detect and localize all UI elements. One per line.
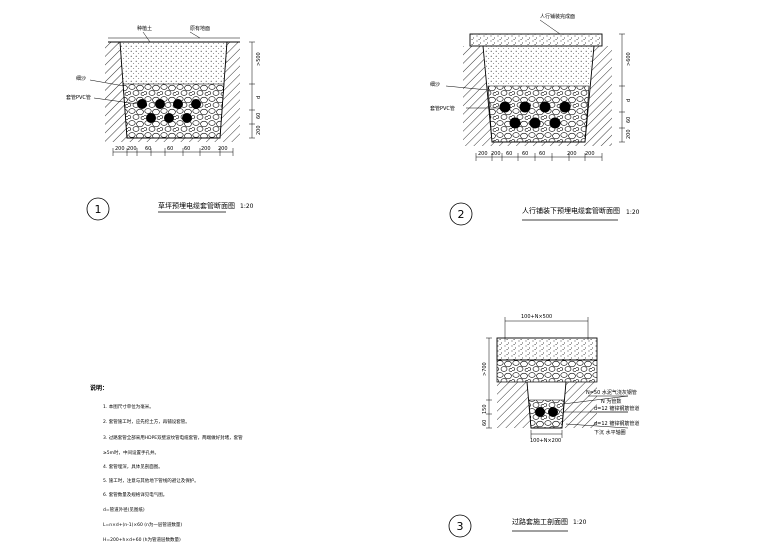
s1-dim-bottom-1: 200: [115, 146, 125, 152]
s3-label-4: d=12 镀锌钢筋管道: [594, 420, 639, 427]
s2-dim-bottom-4: 60: [522, 151, 528, 157]
section-1-caption: [86, 197, 226, 221]
s1-label-sand: 细沙: [76, 75, 86, 82]
s1-dim-right-1: >500: [256, 52, 262, 66]
s1-title: 草坪预埋电缆套管断面图: [158, 201, 235, 210]
pipe-3: [539, 101, 551, 113]
s1-dim-bottom-7: 200: [218, 146, 228, 152]
notes-item-1: 1. 本图尺寸单位为毫米。: [103, 403, 154, 410]
s3-scale: 1:20: [573, 519, 587, 526]
section-1-drawing: [89, 31, 255, 156]
s2-dim-bottom-6: 200: [567, 151, 577, 157]
pipe-4: [191, 99, 201, 109]
section-3-drawing: [486, 317, 629, 438]
s1-dim-bottom-5: 60: [184, 146, 190, 152]
s1-dim-bottom-3: 60: [145, 146, 151, 152]
pipe-2: [548, 407, 558, 417]
s3-label-5: 下沉 水平轴圈: [594, 429, 626, 436]
s2-label-sand: 细沙: [430, 81, 440, 88]
s3-label-1: N=50 水泥气浇灰钢管: [586, 389, 637, 396]
notes-item-3: 3. 过路套管全部采用HDPE双壁波纹管电缆套管，两端做好封堵，套管: [103, 434, 243, 441]
s1-label-original-ground: 原有地面: [190, 25, 210, 32]
notes-item-7: 6. 套管数量及规格详见电气图。: [103, 491, 167, 498]
section-2-caption: [449, 202, 618, 226]
notes-item-4: ≥5m时，中间设置手孔井。: [103, 449, 159, 456]
pipe-5: [146, 113, 156, 123]
s3-dim-left-3: 60: [482, 420, 488, 426]
pipe-2: [519, 101, 531, 113]
pipe-4: [559, 101, 571, 113]
s2-label-pipe: 套管PVC管: [430, 105, 455, 112]
s3-dim-left-1: >700: [482, 362, 488, 376]
pipe-5: [509, 117, 521, 129]
s1-number: 1: [95, 203, 102, 216]
s2-scale: 1:20: [626, 209, 640, 216]
s1-dim-right-4: 200: [256, 125, 262, 135]
notes-item-8: d=管道外径(见图纸): [103, 506, 145, 513]
section-3-caption: [448, 514, 568, 538]
s2-number: 2: [458, 208, 465, 221]
pipe-2: [155, 99, 165, 109]
s2-dim-bottom-7: 200: [585, 151, 595, 157]
pipe-1: [535, 407, 545, 417]
notes-heading: 说明：: [90, 384, 108, 392]
s1-dim-bottom-2: 200: [127, 146, 137, 152]
pipe-7: [182, 113, 192, 123]
s2-dim-right-3: 60: [626, 117, 632, 123]
s2-dim-bottom-3: 60: [506, 151, 512, 157]
s1-dim-right-2: d: [256, 96, 262, 99]
s2-dim-bottom-2: 200: [491, 151, 501, 157]
notes-item-5: 4. 套管埋深，具体见剖面图。: [103, 463, 163, 470]
s1-label-soil: 种植土: [137, 25, 152, 32]
notes-item-6: 5. 施工时，注意与其他地下管线的避让及保护。: [103, 477, 199, 484]
s1-dim-bottom-6: 200: [201, 146, 211, 152]
s3-label-2: N 为管数: [601, 398, 621, 405]
s3-dim-bottom: 100+N×200: [530, 438, 561, 444]
s2-dim-bottom-5: 60: [539, 151, 545, 157]
s2-label-paving: 人行铺装完成面: [540, 13, 575, 20]
s1-label-pipe: 套管PVC管: [66, 94, 91, 101]
pipe-3: [173, 99, 183, 109]
s3-title: 过路套施工剖面图: [512, 517, 568, 526]
s3-dim-left-2: 150: [482, 404, 488, 414]
notes-item-9: L=n×d+(n-1)×60 (n为一层管道数量): [103, 521, 182, 528]
pipe-1: [137, 99, 147, 109]
s3-label-3: d=12 镀锌钢筋管道: [594, 405, 639, 412]
s2-dim-right-4: 200: [626, 129, 632, 139]
notes-item-2: 2. 套管施工时，应先挖土方，再铺设套管。: [103, 418, 190, 425]
pipe-1: [499, 101, 511, 113]
s2-dim-right-2: d: [626, 99, 632, 102]
s3-dim-top: 100+N×500: [521, 314, 552, 320]
s1-dim-right-3: 60: [256, 113, 262, 119]
s3-number: 3: [457, 520, 464, 533]
s1-scale: 1:20: [240, 203, 254, 210]
s2-dim-bottom-1: 200: [478, 151, 488, 157]
s1-dim-bottom-4: 60: [167, 146, 173, 152]
s2-title: 人行铺装下预埋电缆套管断面图: [522, 206, 620, 215]
pipe-6: [529, 117, 541, 129]
section-2-drawing: [445, 19, 625, 161]
pipe-6: [164, 113, 174, 123]
pipe-7: [549, 117, 561, 129]
s2-dim-right-1: >600: [626, 52, 632, 66]
notes-item-10: H=200+h×d+60 (h为管道层数数量): [103, 536, 181, 543]
